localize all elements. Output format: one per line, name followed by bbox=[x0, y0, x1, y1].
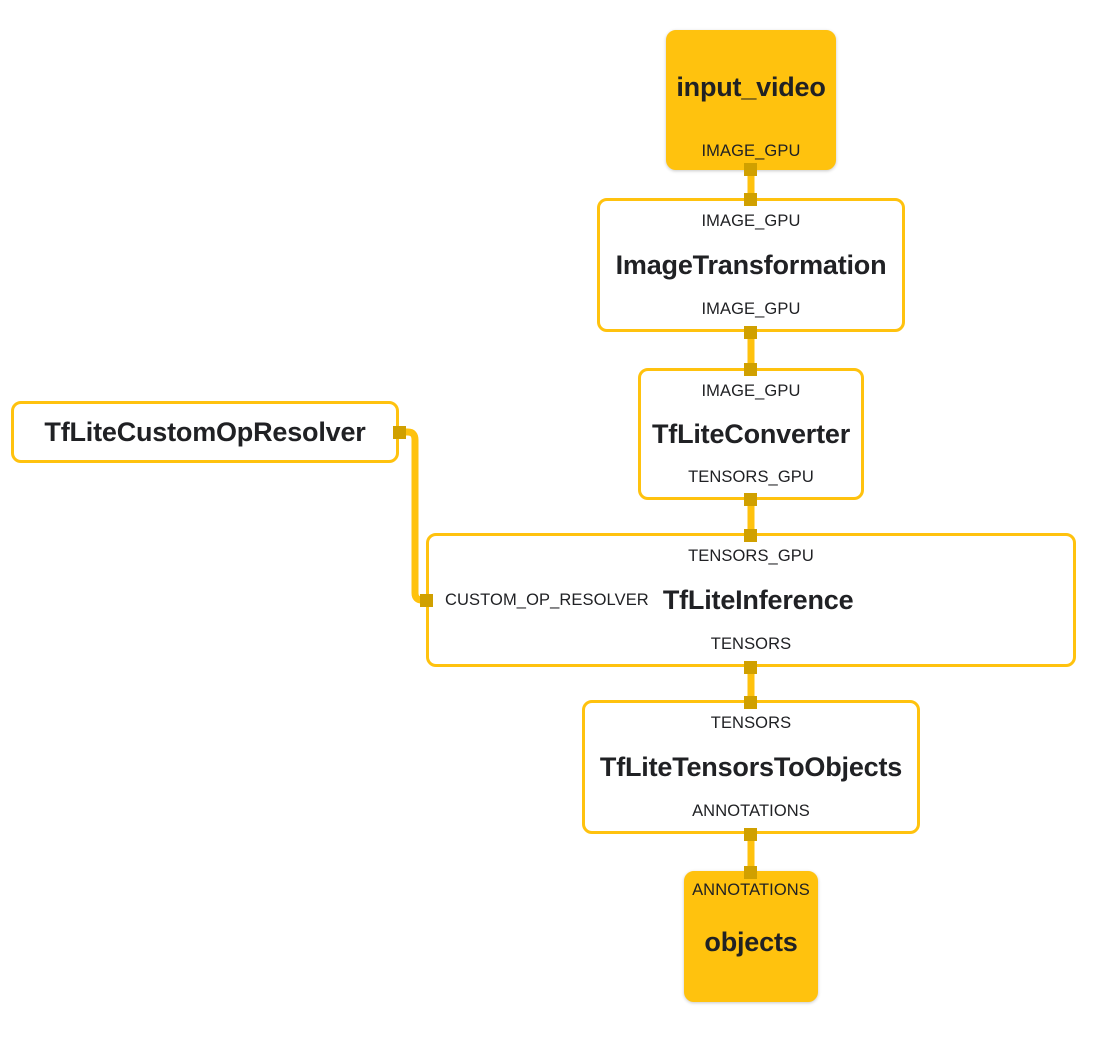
node-tflite-converter-output-label: TENSORS_GPU bbox=[688, 467, 814, 486]
port-tflite-tensors-to-objects-in bbox=[744, 696, 757, 709]
node-tflite-inference-output-label: TENSORS bbox=[710, 634, 792, 653]
port-image-transformation-out bbox=[744, 326, 757, 339]
node-objects-title: objects bbox=[704, 926, 798, 957]
port-tflite-converter-in bbox=[744, 363, 757, 376]
node-tflite-converter-input-label: IMAGE_GPU bbox=[701, 382, 801, 400]
port-tflite-inference-side-in bbox=[420, 594, 433, 607]
node-input-video[interactable]: input_video IMAGE_GPU bbox=[666, 30, 836, 170]
node-tflite-inference-side-input-label: CUSTOM_OP_RESOLVER bbox=[445, 590, 649, 609]
node-tflite-custom-op-resolver[interactable]: TfLiteCustomOpResolver bbox=[11, 401, 399, 463]
node-tflite-tensors-to-objects[interactable]: TENSORS TfLiteTensorsToObjects ANNOTATIO… bbox=[582, 700, 920, 834]
node-image-transformation[interactable]: IMAGE_GPU ImageTransformation IMAGE_GPU bbox=[597, 198, 905, 332]
port-tflite-inference-out bbox=[744, 661, 757, 674]
node-objects[interactable]: ANNOTATIONS objects bbox=[684, 871, 818, 1002]
port-tflite-inference-in bbox=[744, 529, 757, 542]
port-tflite-converter-out bbox=[744, 493, 757, 506]
node-tflite-tensors-to-objects-title: TfLiteTensorsToObjects bbox=[599, 751, 903, 782]
node-tflite-converter[interactable]: IMAGE_GPU TfLiteConverter TENSORS_GPU bbox=[638, 368, 864, 500]
node-tflite-inference[interactable]: TENSORS_GPU CUSTOM_OP_RESOLVER TfLiteInf… bbox=[426, 533, 1076, 667]
node-tflite-tensors-to-objects-input-label: TENSORS bbox=[710, 714, 792, 732]
node-tflite-inference-title: TfLiteInference bbox=[662, 584, 854, 615]
port-input-video-out bbox=[744, 163, 757, 176]
node-input-video-output-label: IMAGE_GPU bbox=[701, 141, 801, 160]
node-tflite-tensors-to-objects-output-label: ANNOTATIONS bbox=[692, 801, 810, 820]
node-objects-input-label: ANNOTATIONS bbox=[692, 881, 810, 899]
port-objects-in bbox=[744, 866, 757, 879]
node-image-transformation-output-label: IMAGE_GPU bbox=[701, 299, 801, 318]
node-tflite-custom-op-resolver-title: TfLiteCustomOpResolver bbox=[44, 416, 366, 447]
port-tflite-tensors-to-objects-out bbox=[744, 828, 757, 841]
node-image-transformation-title: ImageTransformation bbox=[615, 249, 887, 280]
port-custom-op-resolver-out bbox=[393, 426, 406, 439]
port-image-transformation-in bbox=[744, 193, 757, 206]
node-tflite-converter-title: TfLiteConverter bbox=[651, 418, 851, 449]
node-input-video-title: input_video bbox=[676, 72, 826, 103]
node-image-transformation-input-label: IMAGE_GPU bbox=[701, 212, 801, 230]
node-tflite-inference-input-label: TENSORS_GPU bbox=[688, 547, 814, 565]
